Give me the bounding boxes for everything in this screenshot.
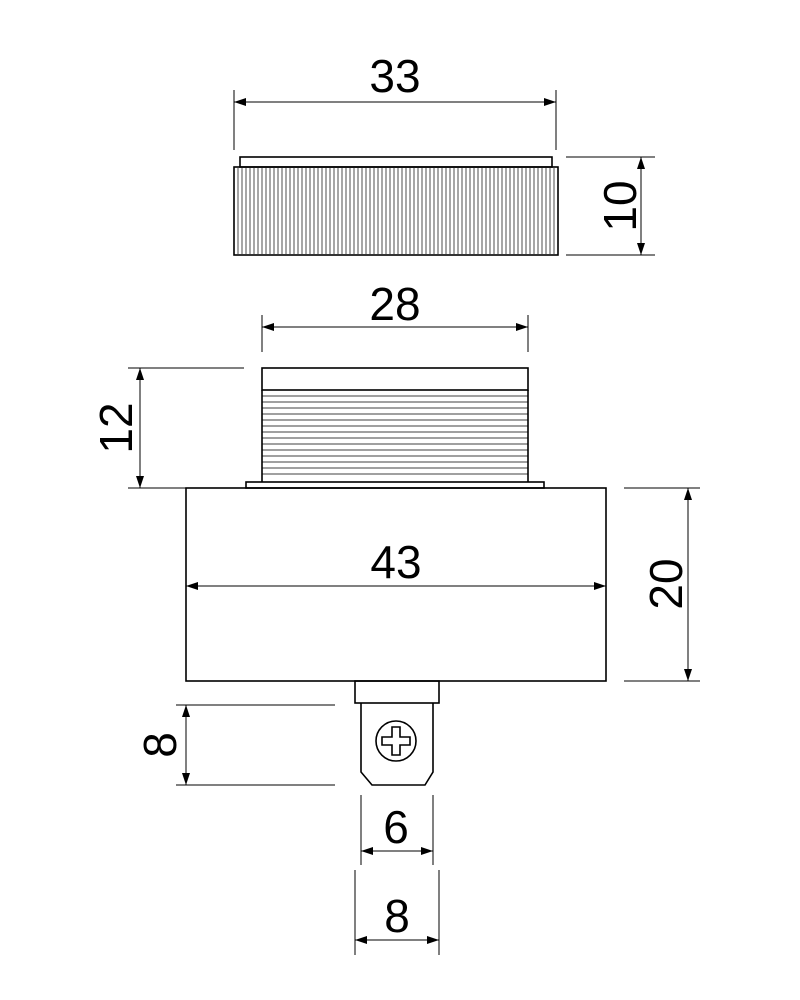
body-height-label: 20 — [640, 558, 692, 609]
terminal-inner-width-dimension: 6 — [360, 795, 434, 865]
cap-width-dimension: 33 — [233, 50, 557, 150]
thread-height-label: 12 — [90, 402, 142, 453]
cap-height-label: 10 — [594, 180, 646, 231]
thread-height-dimension: 12 — [90, 367, 244, 489]
thread-width-dimension: 28 — [261, 278, 529, 352]
solder-terminal — [354, 680, 440, 786]
cap-height-dimension: 10 — [566, 156, 655, 256]
terminal-outer-width-dimension: 8 — [354, 870, 440, 955]
terminal-inner-width-label: 6 — [383, 801, 409, 853]
body-width-dimension: 43 — [186, 536, 606, 590]
terminal-height-dimension: 8 — [134, 704, 335, 786]
thread-width-label: 28 — [369, 278, 420, 330]
terminal-outer-width-label: 8 — [384, 890, 410, 942]
knurl-pattern — [237, 168, 555, 254]
body-width-label: 43 — [370, 536, 421, 588]
threaded-neck — [245, 367, 545, 489]
screw-icon — [375, 720, 417, 762]
terminal-height-label: 8 — [134, 732, 186, 758]
body-height-dimension: 20 — [624, 487, 700, 682]
cap-width-label: 33 — [369, 50, 420, 102]
thread-pattern — [262, 395, 528, 475]
knurled-cap — [233, 156, 559, 256]
